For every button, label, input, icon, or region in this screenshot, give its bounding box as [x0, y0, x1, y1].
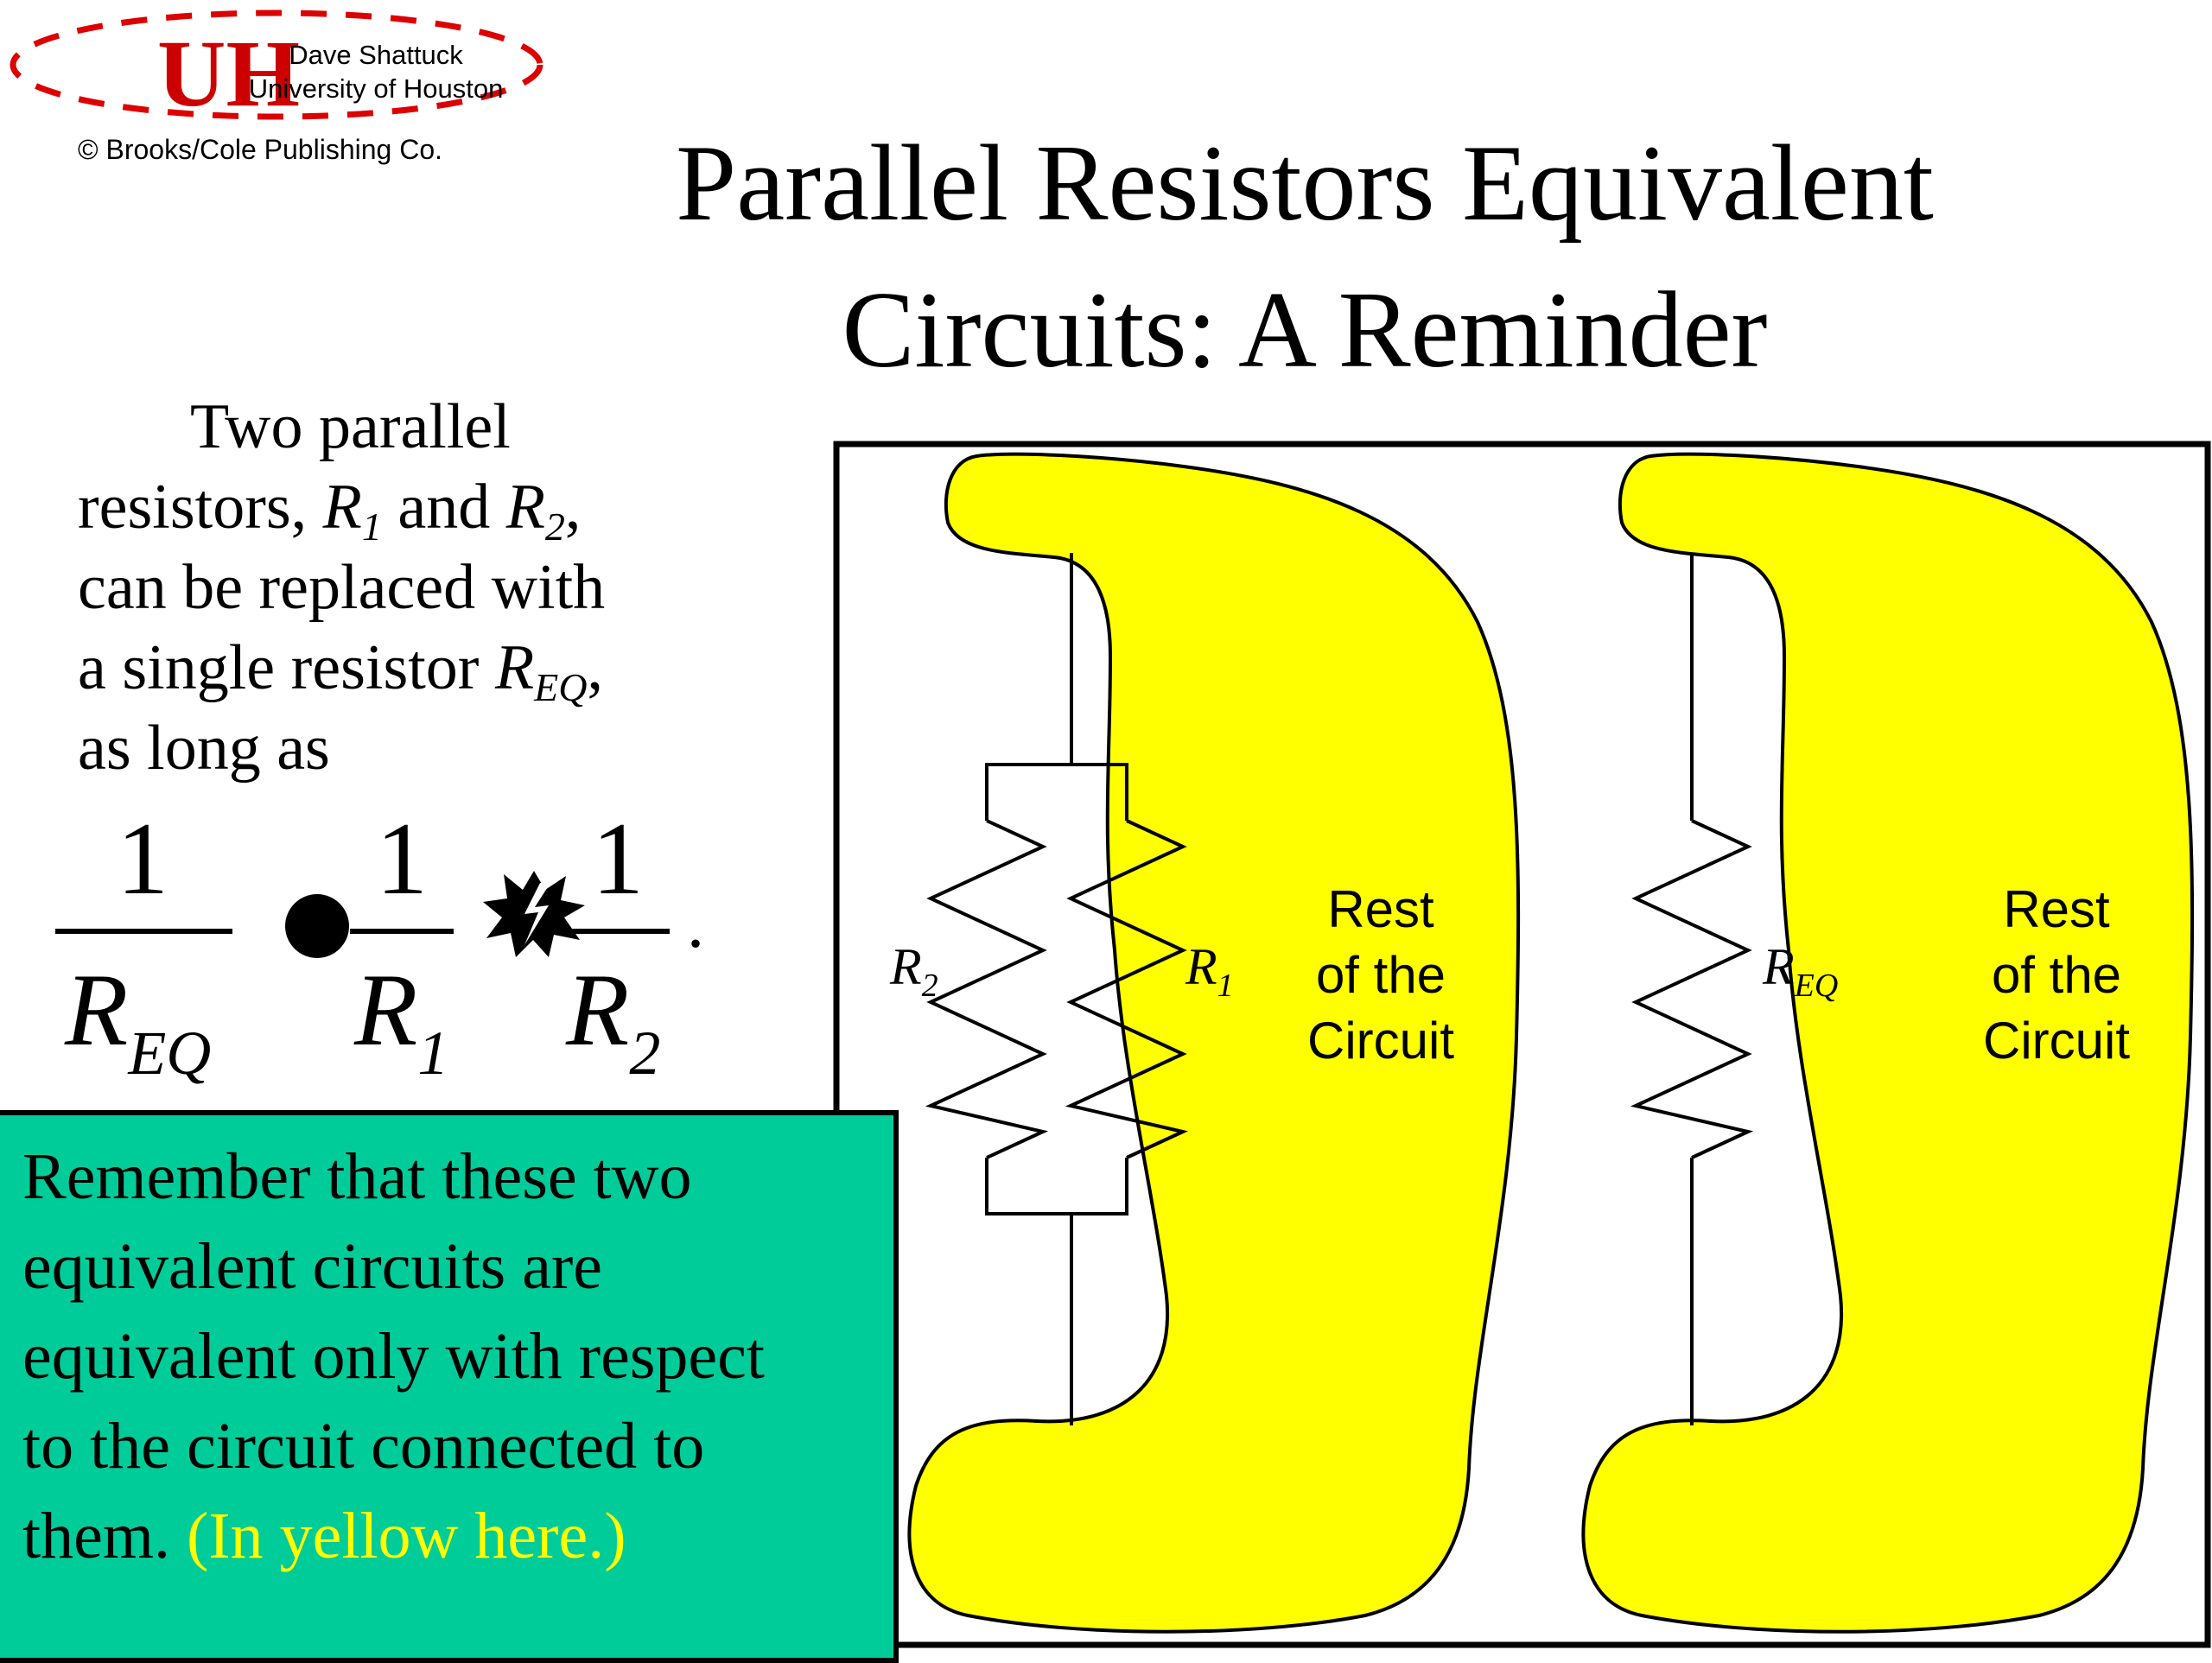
- r2-label: R2: [890, 938, 938, 1004]
- reminder-note-box: [0, 1110, 899, 1663]
- r2-symbol: R2: [505, 472, 565, 549]
- formula-fraction-bar-3: [557, 929, 670, 934]
- plus-burst-icon: [483, 871, 585, 957]
- desc-line-2: resistors, R1 and R2,: [78, 472, 582, 549]
- rest-of-circuit-label-left: Rest of the Circuit: [1306, 880, 1454, 1070]
- logo-uh-mark: UH: [157, 21, 300, 126]
- formula-denominator-r1: R1: [354, 952, 449, 1088]
- note-line-4: to the circuit connected to: [22, 1410, 705, 1482]
- formula-denominator-r2: R2: [566, 952, 661, 1088]
- desc-line-4: a single resistor REQ,: [78, 632, 603, 709]
- desc-text: resistors,: [78, 472, 323, 543]
- title-line-1: Parallel Resistors Equivalent: [676, 124, 1934, 244]
- rest-of-circuit-blob-left: [907, 452, 1521, 1634]
- req-symbol: REQ: [494, 632, 588, 709]
- formula-denominator-req: REQ: [65, 952, 212, 1088]
- note-line-5: them. (In yellow here.): [22, 1500, 626, 1572]
- uh-logo: UH: [10, 10, 543, 126]
- req-label: REQ: [1763, 938, 1839, 1004]
- rest-of-circuit-blob-right: [1581, 452, 2195, 1634]
- desc-line-5: as long as: [78, 713, 330, 784]
- r1-label: R1: [1185, 938, 1234, 1004]
- note-line-3: equivalent only with respect: [22, 1320, 765, 1393]
- description-text: Two parallel resistors, R1 and R2, can b…: [78, 387, 734, 789]
- resistor-req-zigzag: [1630, 819, 1754, 1159]
- formula-period: .: [687, 886, 704, 962]
- resistor-r1-zigzag: [1065, 819, 1189, 1159]
- rest-of-circuit-label-right: Rest of the Circuit: [1982, 880, 2130, 1070]
- formula-fraction-bar-2: [350, 929, 454, 934]
- formula-numerator-1: 1: [117, 801, 168, 916]
- author-name: Dave Shattuck: [289, 40, 463, 70]
- note-line-2: equivalent circuits are: [22, 1230, 603, 1303]
- left-circuit-wiring: [925, 553, 1189, 1425]
- formula-numerator-3: 1: [592, 801, 644, 916]
- formula-fraction-bar-1: [55, 929, 232, 934]
- note-line-1: Remember that these two: [22, 1140, 692, 1213]
- resistor-r2-zigzag: [925, 819, 1049, 1159]
- r1-symbol: R1: [322, 472, 382, 549]
- author-affiliation: University of Houston: [248, 73, 504, 104]
- slide-title: Parallel Resistors Equivalent Circuits: …: [553, 111, 2056, 404]
- reminder-note-text: Remember that these two equivalent circu…: [22, 1132, 887, 1581]
- author-block: Dave Shattuck University of Houston: [238, 38, 514, 105]
- desc-line-3: can be replaced with: [78, 552, 606, 623]
- desc-text: and: [381, 472, 506, 543]
- note-highlight: (In yellow here.): [186, 1500, 626, 1572]
- right-circuit-wiring: [1630, 553, 1754, 1425]
- desc-line-1: Two parallel: [190, 391, 511, 462]
- title-line-2: Circuits: A Reminder: [842, 270, 1768, 390]
- copyright-notice: © Brooks/Cole Publishing Co.: [78, 134, 442, 165]
- equals-bullet-icon: [285, 894, 349, 958]
- formula-numerator-2: 1: [376, 801, 428, 916]
- logo-dashed-ellipse: [10, 10, 543, 120]
